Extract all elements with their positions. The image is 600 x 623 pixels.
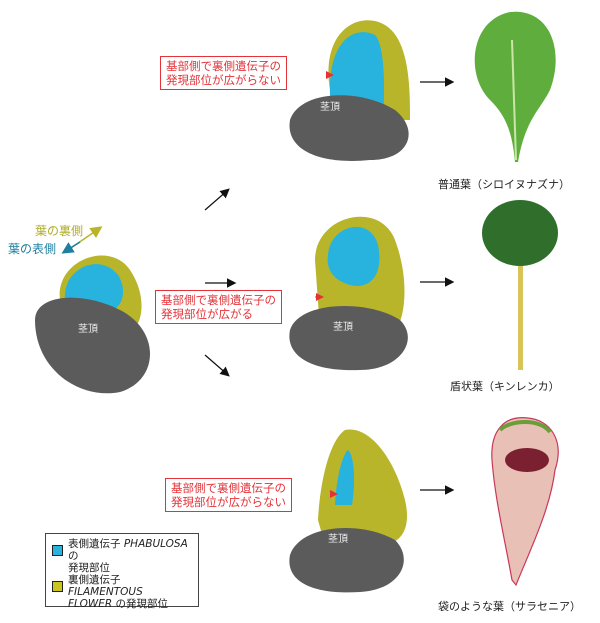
arrow-to-bottom xyxy=(204,354,230,377)
normal-leaf-model xyxy=(289,20,410,161)
initial-leaf-primordium xyxy=(35,255,150,394)
blue-swatch-icon xyxy=(52,545,63,556)
annotation-line: 発現部位が広がらない xyxy=(171,495,286,509)
arabidopsis-leaf-image xyxy=(474,11,556,162)
yellow-swatch-icon xyxy=(52,581,63,592)
annotation-line: 基部側で裏側遺伝子の xyxy=(166,59,281,73)
annotation-top: 基部側で裏側遺伝子の 発現部位が広がらない xyxy=(160,56,287,90)
annotation-bottom: 基部側で裏側遺伝子の 発現部位が広がらない xyxy=(165,478,292,512)
gene-name: FLOWER xyxy=(68,598,113,610)
stem-apex-label: 茎頂 xyxy=(328,534,348,545)
caption-normal-leaf: 普通葉（シロイヌナズナ） xyxy=(438,178,570,191)
legend-text: の発現部位 xyxy=(115,598,169,610)
caption-pitcher-leaf: 袋のような葉（サラセニア） xyxy=(438,600,581,613)
stem-apex-label: 茎頂 xyxy=(333,322,353,333)
annotation-line: 基部側で裏側遺伝子の xyxy=(171,481,286,495)
stem-apex-label: 茎頂 xyxy=(320,102,340,113)
gene-name: FILAMENTOUS xyxy=(68,586,143,598)
legend-text: の xyxy=(68,550,79,562)
annotation-line: 発現部位が広がらない xyxy=(166,73,281,87)
annotation-line: 発現部位が広がる xyxy=(161,307,253,321)
sarracenia-pitcher-image xyxy=(491,417,559,587)
gene-name: PHABULOSA xyxy=(123,538,188,550)
legend-text: 裏側遺伝子 xyxy=(68,574,121,586)
nasturtium-leaf-image xyxy=(482,200,558,370)
arrow-to-top xyxy=(204,188,230,211)
stem-apex-label: 茎頂 xyxy=(78,324,98,335)
adaxial-arrow xyxy=(61,241,81,254)
caption-peltate-leaf: 盾状葉（キンレンカ） xyxy=(450,380,560,393)
pitcher-leaf-model xyxy=(289,429,408,593)
peltate-leaf-model xyxy=(289,216,408,371)
legend-item-phabulosa: 表側遺伝子 PHABULOSA の発現部位 xyxy=(52,538,198,574)
legend-text: 表側遺伝子 xyxy=(68,538,121,550)
annotation-line: 基部側で裏側遺伝子の xyxy=(161,293,276,307)
annotation-middle: 基部側で裏側遺伝子の 発現部位が広がる xyxy=(155,290,282,324)
adaxial-label: 葉の表側 xyxy=(8,242,57,256)
abaxial-label: 葉の裏側 xyxy=(35,224,84,238)
legend-text: 発現部位 xyxy=(68,562,110,574)
